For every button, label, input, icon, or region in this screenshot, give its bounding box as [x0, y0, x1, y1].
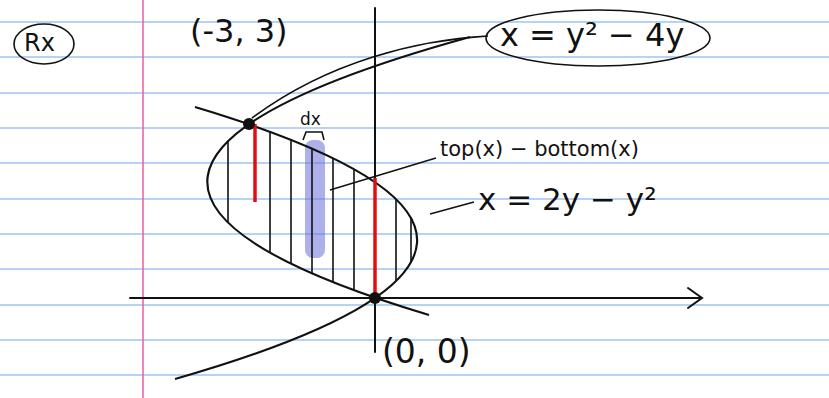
ruled-lines: [0, 22, 829, 375]
curve-equation: x = 2y − y²: [478, 182, 657, 216]
curve-equation: x = y² − 4y: [500, 18, 684, 53]
point-label: (-3, 3): [190, 14, 288, 49]
width-label: dx: [300, 110, 321, 129]
point-dot: [369, 292, 381, 304]
parabolas: [175, 37, 470, 379]
margin-line: [142, 0, 144, 398]
axes: [130, 8, 702, 352]
point-label: (0, 0): [382, 334, 471, 370]
region-name: Rx: [24, 30, 55, 56]
point-dot: [243, 118, 255, 130]
red-bounds: [255, 124, 375, 298]
strip-highlight: [305, 140, 325, 258]
height-note: top(x) − bottom(x): [440, 138, 639, 161]
